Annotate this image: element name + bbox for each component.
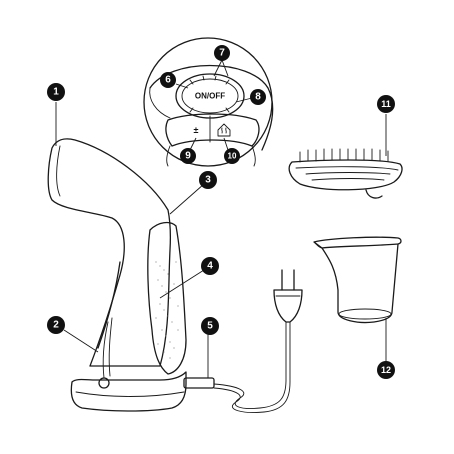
callout-5: 5: [201, 317, 219, 335]
panel-stem-left: [167, 146, 170, 166]
cup-bottom: [339, 309, 391, 319]
svg-text:11: 11: [381, 99, 391, 109]
brush-attachment: [289, 149, 402, 198]
cord: [214, 322, 290, 413]
panel-stem-right: [252, 146, 255, 166]
brush-clip: [366, 190, 382, 198]
callout-9: 9: [180, 148, 196, 164]
button-band: [166, 114, 259, 146]
svg-text:2: 2: [53, 320, 59, 331]
callout-6: 6: [160, 72, 176, 88]
plug-body: [274, 290, 302, 322]
cord-outlet: [184, 378, 214, 388]
garment-steamer: [48, 139, 214, 411]
callout-12: 12: [377, 361, 395, 379]
measuring-cup: [314, 237, 401, 322]
panel-left-edge: [150, 88, 170, 118]
steam-mode-icon: [218, 124, 230, 136]
callout-11: 11: [377, 95, 395, 113]
steam-level-label: ±: [194, 125, 199, 135]
brush-base: [289, 160, 402, 190]
leader-lines: [56, 60, 386, 378]
steamer-head-seam: [57, 146, 60, 196]
svg-text:9: 9: [185, 151, 191, 162]
callout-4: 4: [201, 257, 219, 275]
steamer-base: [71, 372, 186, 411]
svg-text:4: 4: [207, 261, 213, 272]
cup-rim: [314, 237, 401, 248]
svg-text:3: 3: [205, 175, 211, 186]
svg-text:7: 7: [219, 48, 225, 59]
callout-2: 2: [47, 316, 65, 334]
callout-8: 8: [250, 89, 266, 105]
brush-rim: [296, 167, 398, 170]
callout-7: 7: [214, 45, 230, 61]
svg-text:5: 5: [207, 321, 213, 332]
power-label: ON/OFF: [195, 92, 225, 101]
tank-texture: [155, 261, 178, 358]
callout-10: 10: [224, 148, 240, 164]
svg-text:6: 6: [165, 75, 171, 86]
brush-slats: [306, 173, 390, 181]
callout-3: 3: [199, 171, 217, 189]
base-rim: [76, 392, 184, 397]
callout-1: 1: [47, 83, 65, 101]
svg-text:12: 12: [381, 365, 391, 375]
svg-text:10: 10: [228, 152, 237, 161]
cup-body: [322, 244, 398, 323]
power-cord: [214, 270, 302, 413]
water-tank: [148, 223, 186, 374]
svg-text:1: 1: [53, 87, 59, 98]
svg-text:8: 8: [255, 92, 261, 103]
